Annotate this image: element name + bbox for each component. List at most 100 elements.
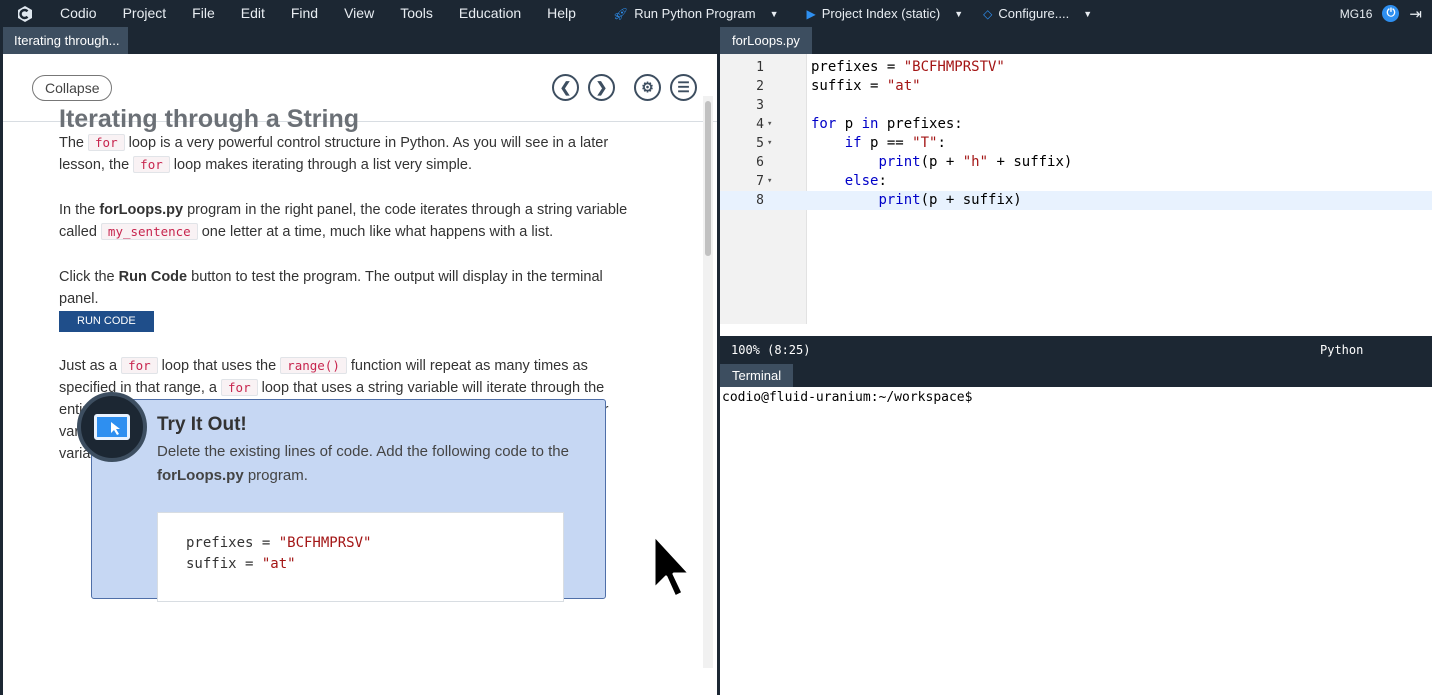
- editor-gutter: [720, 54, 807, 324]
- collapse-button[interactable]: Collapse: [32, 74, 113, 101]
- code-line: suffix = "at": [186, 554, 563, 575]
- code-string: "BCFHMPRSV": [278, 535, 372, 551]
- menu-help[interactable]: Help: [547, 5, 576, 21]
- editor-line[interactable]: 2 suffix = "at": [720, 77, 1432, 96]
- user-label[interactable]: MG16: [1339, 6, 1373, 21]
- chevron-down-icon[interactable]: ▼: [769, 8, 779, 19]
- editor-line-active[interactable]: 8 print(p + suffix): [720, 191, 1432, 210]
- inline-code: for: [133, 156, 170, 173]
- menu-edit[interactable]: Edit: [240, 5, 265, 21]
- previous-page-icon[interactable]: ❮: [552, 74, 579, 101]
- bold-text: Run Code: [118, 269, 188, 285]
- run-python-program-button[interactable]: 🚀︎ Run Python Program ▼: [603, 6, 789, 21]
- text: loop is a very powerful control structur…: [59, 135, 609, 173]
- project-index-button[interactable]: ▶ Project Index (static) ▼: [797, 6, 974, 21]
- language-label[interactable]: Python: [1320, 343, 1364, 357]
- try-it-out-title: Try It Out!: [157, 414, 247, 435]
- inline-code: for: [88, 134, 125, 151]
- code-text: if p == "T":: [844, 135, 946, 151]
- code-text: print(p + suffix): [878, 192, 1022, 208]
- menu-tools[interactable]: Tools: [400, 5, 433, 21]
- text: The: [59, 135, 89, 151]
- line-number: 5: [756, 136, 764, 151]
- chevron-down-icon[interactable]: ▼: [954, 8, 964, 19]
- menu-view[interactable]: View: [344, 5, 375, 21]
- power-icon[interactable]: ⏻: [1382, 5, 1400, 22]
- code-text: suffix = "at": [811, 78, 921, 94]
- tab-terminal[interactable]: Terminal: [720, 364, 794, 387]
- logout-icon[interactable]: ⇥: [1409, 5, 1422, 23]
- editor-line[interactable]: 6 print(p + "h" + suffix): [720, 153, 1432, 172]
- inline-code: my_sentence: [100, 223, 198, 240]
- terminal[interactable]: codio@fluid-uranium:~/workspace$: [720, 387, 1432, 695]
- tab-guide[interactable]: Iterating through...: [3, 27, 128, 54]
- monitor-icon: [77, 392, 147, 462]
- next-page-icon[interactable]: ❯: [588, 74, 615, 101]
- menu-find[interactable]: Find: [290, 5, 319, 21]
- bold-text: forLoops.py: [157, 467, 244, 484]
- rocket-icon: 🚀︎: [612, 6, 629, 21]
- guide-scrollbar[interactable]: [703, 96, 713, 668]
- editor-tabstrip: forLoops.py: [720, 27, 1432, 54]
- text: Just as a: [59, 358, 122, 374]
- guide-tabstrip: Iterating through...: [3, 27, 717, 54]
- menubar-right: MG16 ⏻ ⇥: [1340, 5, 1432, 23]
- paragraph-2: In the forLoops.py program in the right …: [59, 199, 639, 243]
- code-text: prefixes = "BCFHMPRSTV": [811, 59, 1005, 75]
- code-text: print(p + "h" + suffix): [878, 154, 1073, 170]
- mouse-cursor-icon: [651, 533, 693, 606]
- editor-splitter[interactable]: [720, 336, 1432, 340]
- bold-text: forLoops.py: [99, 202, 184, 218]
- menu-education[interactable]: Education: [458, 5, 522, 21]
- text: loop makes iterating through a list very…: [169, 157, 472, 173]
- menu-codio[interactable]: Codio: [60, 5, 97, 21]
- scrollbar-thumb[interactable]: [705, 101, 711, 256]
- chevron-down-icon[interactable]: ▼: [1083, 8, 1093, 19]
- menubar: Codio Project File Edit Find View Tools …: [0, 0, 1432, 27]
- page-title: Iterating through a String: [59, 105, 359, 133]
- play-icon: ▶: [806, 6, 816, 21]
- terminal-tabstrip: Terminal: [720, 360, 1432, 387]
- line-number: 2: [756, 79, 764, 94]
- zoom-position: 100% (8:25): [731, 343, 811, 357]
- configure-label: Configure....: [998, 6, 1070, 21]
- editor-statusbar: 100% (8:25) Python: [720, 340, 1432, 360]
- code-text: prefixes =: [186, 535, 279, 551]
- codio-logo-icon[interactable]: [0, 0, 50, 27]
- line-number: 1: [756, 60, 764, 75]
- inline-code: for: [221, 379, 258, 396]
- line-number: 4: [756, 117, 764, 132]
- menu-file[interactable]: File: [192, 5, 215, 21]
- editor-line[interactable]: 3: [720, 96, 1432, 115]
- list-icon[interactable]: ☰: [670, 74, 697, 101]
- panel-divider[interactable]: [717, 27, 720, 695]
- text: program in the right panel, the code ite…: [59, 202, 628, 240]
- diamond-icon: ◇: [983, 6, 993, 21]
- code-editor: forLoops.py 1 prefixes = "BCFHMPRSTV" 2 su…: [720, 27, 1432, 336]
- terminal-prompt: codio@fluid-uranium:~/workspace$: [722, 390, 973, 405]
- configure-button[interactable]: ◇ Configure.... ▼: [973, 6, 1102, 21]
- editor-line[interactable]: 5▾ if p == "T":: [720, 134, 1432, 153]
- guide-toolbar: Collapse ❮ ❯ ⚙ ☰: [3, 54, 717, 122]
- editor-line[interactable]: 1 prefixes = "BCFHMPRSTV": [720, 58, 1432, 77]
- menu-project[interactable]: Project: [122, 5, 167, 21]
- editor-line[interactable]: 7▾ else:: [720, 172, 1432, 191]
- text: In the: [59, 202, 100, 218]
- code-text: else:: [844, 173, 887, 189]
- try-it-out-text: Delete the existing lines of code. Add t…: [157, 440, 577, 488]
- line-number: 7: [756, 174, 764, 189]
- fold-icon[interactable]: ▾: [767, 138, 773, 148]
- run-code-button[interactable]: RUN CODE: [59, 311, 154, 332]
- tab-forloops[interactable]: forLoops.py: [720, 27, 812, 54]
- text: program.: [243, 467, 308, 484]
- fold-icon[interactable]: ▾: [767, 119, 773, 129]
- project-index-label: Project Index (static): [821, 6, 941, 21]
- paragraph-1: The for loop is a very powerful control …: [59, 132, 639, 176]
- gear-icon[interactable]: ⚙: [634, 74, 661, 101]
- fold-icon[interactable]: ▾: [767, 176, 773, 186]
- inline-code: for: [121, 357, 158, 374]
- code-string: "at": [261, 556, 296, 572]
- paragraph-3: Click the Run Code button to test the pr…: [59, 266, 639, 310]
- editor-line[interactable]: 4▾for p in prefixes:: [720, 115, 1432, 134]
